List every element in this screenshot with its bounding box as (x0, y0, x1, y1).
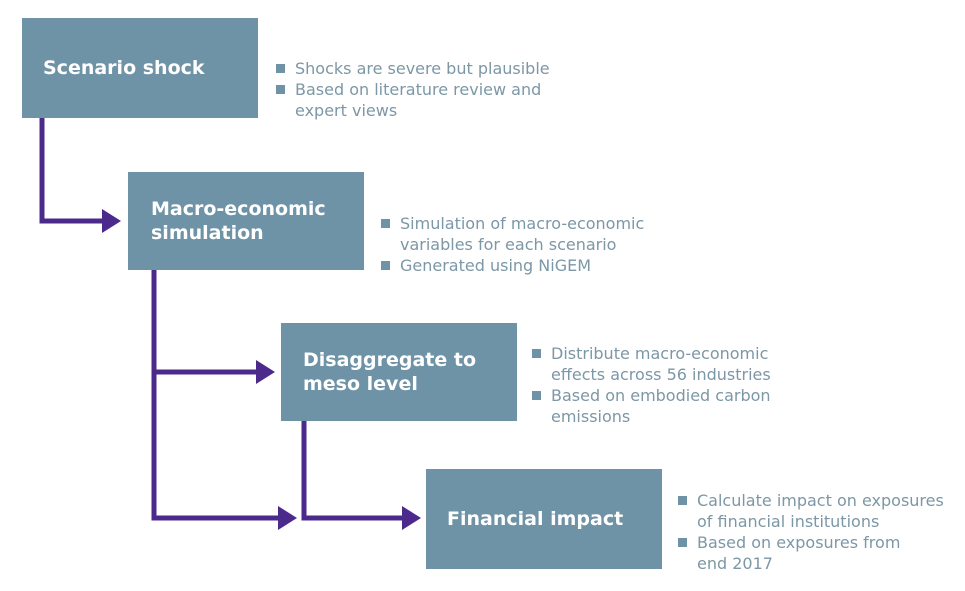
connector-scenario-to-macro (39, 118, 104, 224)
bullet-text: Shocks are severe but plausible (295, 59, 550, 78)
step-financial-impact-box: Financial impact (426, 469, 662, 569)
list-item: Based on exposures from end 2017 (678, 532, 963, 574)
step-financial-impact-notes: Calculate impact on exposures of financi… (678, 490, 963, 574)
arrowhead-to-macro (102, 209, 121, 233)
bullet-text: Distribute macro-economic effects across… (551, 344, 771, 384)
connector-macro-to-financial (151, 372, 280, 521)
step-macro-economic-simulation-notes: Simulation of macro-economic variables f… (381, 213, 681, 276)
arrowhead-to-meso (256, 360, 275, 384)
step-title: Scenario shock (43, 57, 205, 79)
list-item: Simulation of macro-economic variables f… (381, 213, 681, 255)
list-item: Distribute macro-economic effects across… (532, 343, 822, 385)
step-scenario-shock-notes: Shocks are severe but plausible Based on… (276, 58, 576, 121)
square-bullet-icon (381, 219, 390, 228)
bullet-text: Calculate impact on exposures of financi… (697, 491, 944, 531)
square-bullet-icon (532, 391, 541, 400)
bullet-text: Simulation of macro-economic variables f… (400, 214, 645, 254)
step-title: Macro-economic simulation (151, 198, 326, 244)
list-item: Based on embodied carbon emissions (532, 385, 822, 427)
list-item: Based on literature review and expert vi… (276, 79, 576, 121)
square-bullet-icon (678, 496, 687, 505)
list-item: Shocks are severe but plausible (276, 58, 576, 79)
bullet-text: Based on exposures from end 2017 (697, 533, 901, 573)
square-bullet-icon (381, 261, 390, 270)
step-title: Disaggregate to meso level (303, 349, 477, 395)
square-bullet-icon (276, 85, 285, 94)
bullet-text: Based on embodied carbon emissions (551, 386, 771, 426)
step-scenario-shock-box: Scenario shock (22, 18, 258, 118)
square-bullet-icon (276, 64, 285, 73)
step-disaggregate-box: Disaggregate to meso level (281, 323, 517, 421)
step-disaggregate-notes: Distribute macro-economic effects across… (532, 343, 822, 427)
square-bullet-icon (678, 538, 687, 547)
connector-macro-to-meso (151, 270, 258, 375)
step-title: Financial impact (447, 508, 624, 530)
list-item: Generated using NiGEM (381, 255, 681, 276)
list-item: Calculate impact on exposures of financi… (678, 490, 963, 532)
arrowhead-to-financial-from-macro (278, 506, 297, 530)
arrowhead-to-financial-from-meso (402, 506, 421, 530)
step-macro-economic-simulation-box: Macro-economic simulation (128, 172, 364, 270)
bullet-text: Generated using NiGEM (400, 256, 591, 275)
square-bullet-icon (532, 349, 541, 358)
connector-meso-to-financial (301, 421, 404, 521)
bullet-text: Based on literature review and expert vi… (295, 80, 542, 120)
